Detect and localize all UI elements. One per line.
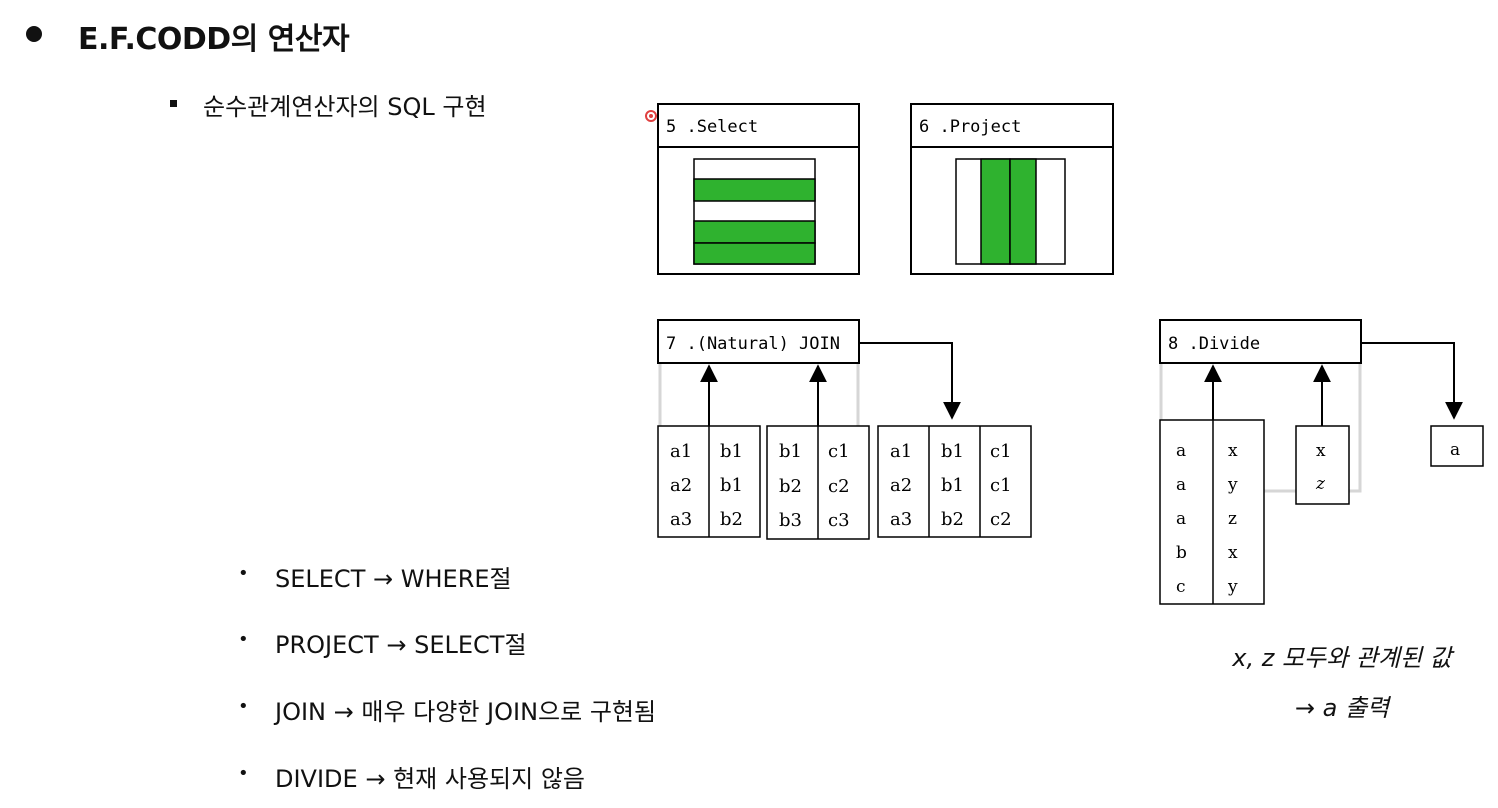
bullet-dot-project: • bbox=[238, 629, 249, 650]
arrow-icon: → bbox=[365, 765, 386, 793]
divide-divisor-cell: x bbox=[1316, 441, 1326, 461]
bullet-text: SELECT절 bbox=[414, 631, 527, 659]
project-column-selected-1 bbox=[980, 158, 1011, 265]
divide-connector-right bbox=[1349, 363, 1362, 493]
join-result-cell: a1 bbox=[890, 441, 912, 462]
divide-output-arrow-icon bbox=[1362, 342, 1463, 420]
join-result-cell: b2 bbox=[941, 509, 964, 530]
join-right-cell: b1 bbox=[779, 441, 802, 462]
bullet-dot-divide: • bbox=[238, 763, 249, 784]
divide-dividend-cell: y bbox=[1227, 577, 1238, 597]
subheading: 순수관계연산자의 SQL 구현 bbox=[203, 93, 487, 121]
bullet-text: 매우 다양한 JOIN으로 구현됨 bbox=[361, 698, 657, 726]
join-right-cell: b2 bbox=[779, 476, 802, 497]
bullet-dot-join: • bbox=[238, 696, 249, 717]
join-left-cell: a1 bbox=[670, 441, 692, 462]
divide-dividend-cell: x bbox=[1228, 441, 1238, 461]
divide-dividend-cell: a bbox=[1176, 475, 1186, 495]
arrow-icon: → bbox=[373, 565, 394, 593]
join-result-cell: c1 bbox=[990, 441, 1012, 462]
bullet-item-join: JOIN → 매우 다양한 JOIN으로 구현됨 bbox=[275, 692, 656, 727]
bullet-op: JOIN bbox=[275, 698, 326, 726]
divide-note-line1: x, z 모두와 관계된 값 bbox=[1232, 644, 1452, 672]
join-left-cell: b2 bbox=[720, 509, 743, 530]
join-right-cell: c3 bbox=[828, 510, 850, 531]
join-label-box bbox=[657, 319, 860, 364]
join-output-arrow-icon bbox=[860, 342, 961, 420]
divide-label-box bbox=[1159, 319, 1362, 364]
bullet-item-divide: DIVIDE → 현재 사용되지 않음 bbox=[275, 759, 585, 794]
bullet-dot-select: • bbox=[238, 563, 249, 584]
divide-dividend-cell: x bbox=[1228, 543, 1238, 563]
heading-bullet-dot bbox=[26, 26, 42, 42]
join-result-cell: a2 bbox=[890, 475, 912, 496]
join-label: 7 .(Natural) JOIN bbox=[666, 334, 840, 354]
divide-result-cell: a bbox=[1450, 440, 1460, 460]
select-row-selected-1 bbox=[693, 178, 816, 202]
divide-diagram: 8 .Divide a x a y a z b x c y x z a bbox=[1159, 319, 1484, 605]
project-column-selected-2 bbox=[1009, 158, 1037, 265]
divide-divisor-cell: z bbox=[1315, 474, 1326, 494]
bullet-op: DIVIDE bbox=[275, 765, 358, 793]
arrow-icon: → bbox=[386, 631, 407, 659]
join-left-cell: a2 bbox=[670, 475, 692, 496]
join-right-cell: b3 bbox=[779, 510, 802, 531]
cursor-dot-icon bbox=[645, 110, 657, 122]
bullet-item-select: SELECT → WHERE절 bbox=[275, 559, 512, 594]
join-result-cell: c1 bbox=[990, 475, 1012, 496]
select-diagram: 5 .Select bbox=[657, 103, 860, 275]
select-row-selected-2 bbox=[693, 220, 816, 244]
bullet-text: WHERE절 bbox=[400, 565, 512, 593]
divide-dividend-cell: a bbox=[1176, 441, 1186, 461]
join-left-cell: b1 bbox=[720, 475, 743, 496]
bullet-text: 현재 사용되지 않음 bbox=[393, 765, 585, 793]
join-result-cell: a3 bbox=[890, 509, 912, 530]
divide-dividend-cell: b bbox=[1176, 543, 1187, 563]
join-right-cell: c2 bbox=[828, 476, 850, 497]
divide-result-table bbox=[1430, 425, 1484, 467]
page-title: E.F.CODD의 연산자 bbox=[78, 22, 350, 57]
join-result-table bbox=[877, 425, 1032, 538]
project-diagram: 6 .Project bbox=[910, 103, 1114, 275]
cursor-dot-center bbox=[649, 114, 653, 118]
divide-dividend-cell: c bbox=[1176, 577, 1186, 597]
join-left-cell: b1 bbox=[720, 441, 743, 462]
bullet-op: PROJECT bbox=[275, 631, 379, 659]
divide-dividend-table bbox=[1159, 419, 1265, 605]
join-right-cell: c1 bbox=[828, 441, 850, 462]
join-result-cell: c2 bbox=[990, 509, 1012, 530]
join-left-cell: a3 bbox=[670, 509, 692, 530]
join-diagram: 7 .(Natural) JOIN a1 b1 a2 b1 a3 b2 b1 c… bbox=[657, 319, 1032, 540]
join-result-cell: b1 bbox=[941, 441, 964, 462]
arrow-icon: → bbox=[333, 698, 354, 726]
divide-note-line2: → a 출력 bbox=[1294, 694, 1390, 722]
select-row-selected-3 bbox=[693, 242, 816, 265]
divide-dividend-cell: a bbox=[1176, 509, 1186, 529]
select-label: 5 .Select bbox=[666, 117, 758, 137]
bullet-item-project: PROJECT → SELECT절 bbox=[275, 625, 527, 660]
bullet-op: SELECT bbox=[275, 565, 366, 593]
divide-label: 8 .Divide bbox=[1168, 334, 1260, 354]
divide-dividend-cell: z bbox=[1228, 509, 1237, 529]
subheading-bullet-square bbox=[170, 100, 177, 107]
project-label: 6 .Project bbox=[919, 117, 1021, 137]
divide-dividend-cell: y bbox=[1227, 475, 1238, 495]
join-result-cell: b1 bbox=[941, 475, 964, 496]
